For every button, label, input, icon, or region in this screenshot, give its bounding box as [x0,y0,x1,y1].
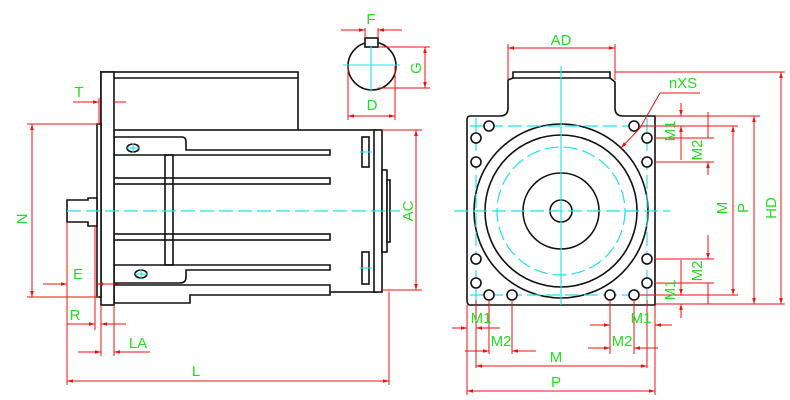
end-view [454,66,670,306]
label-M2-right-bottom: M2 [612,333,633,350]
label-M1-top: M1 [662,121,679,142]
label-M-right: M [714,202,731,215]
mounting-holes [470,120,653,301]
label-nXS: nXS [669,75,697,92]
label-HD: HD [763,197,780,219]
flange-plate [100,71,115,306]
label-G: G [408,62,425,74]
shaft-section: F G D [341,11,430,120]
end-dimensions: AD nXS HD P M M1 M2 M2 M1 M1 M2 M P M1 M… [452,32,785,395]
label-M1-right-bottom: M1 [631,310,652,327]
label-N: N [14,214,31,225]
label-LA: LA [129,335,147,352]
label-AD: AD [551,32,572,49]
label-L: L [192,363,200,380]
label-M1-bottom-right: M1 [662,280,679,301]
label-M2-bottom-right: M2 [689,261,706,282]
label-M2-left: M2 [491,333,512,350]
label-M-bottom: M [550,349,563,366]
label-AC: AC [400,200,417,221]
side-dimensions: T N E R LA L AC [14,84,422,385]
cooling-fins [113,136,331,304]
side-view [66,71,400,306]
shaft-key [364,37,379,48]
label-P-bottom: P [551,374,561,391]
label-M2-top: M2 [689,140,706,161]
label-D: D [367,97,378,114]
label-E: E [73,266,83,283]
label-M1-left: M1 [471,310,492,327]
label-T: T [74,84,83,101]
label-F: F [366,11,375,28]
label-R: R [70,307,81,324]
label-P-right: P [735,203,752,213]
shaft [66,197,98,227]
terminal-box [100,71,299,137]
